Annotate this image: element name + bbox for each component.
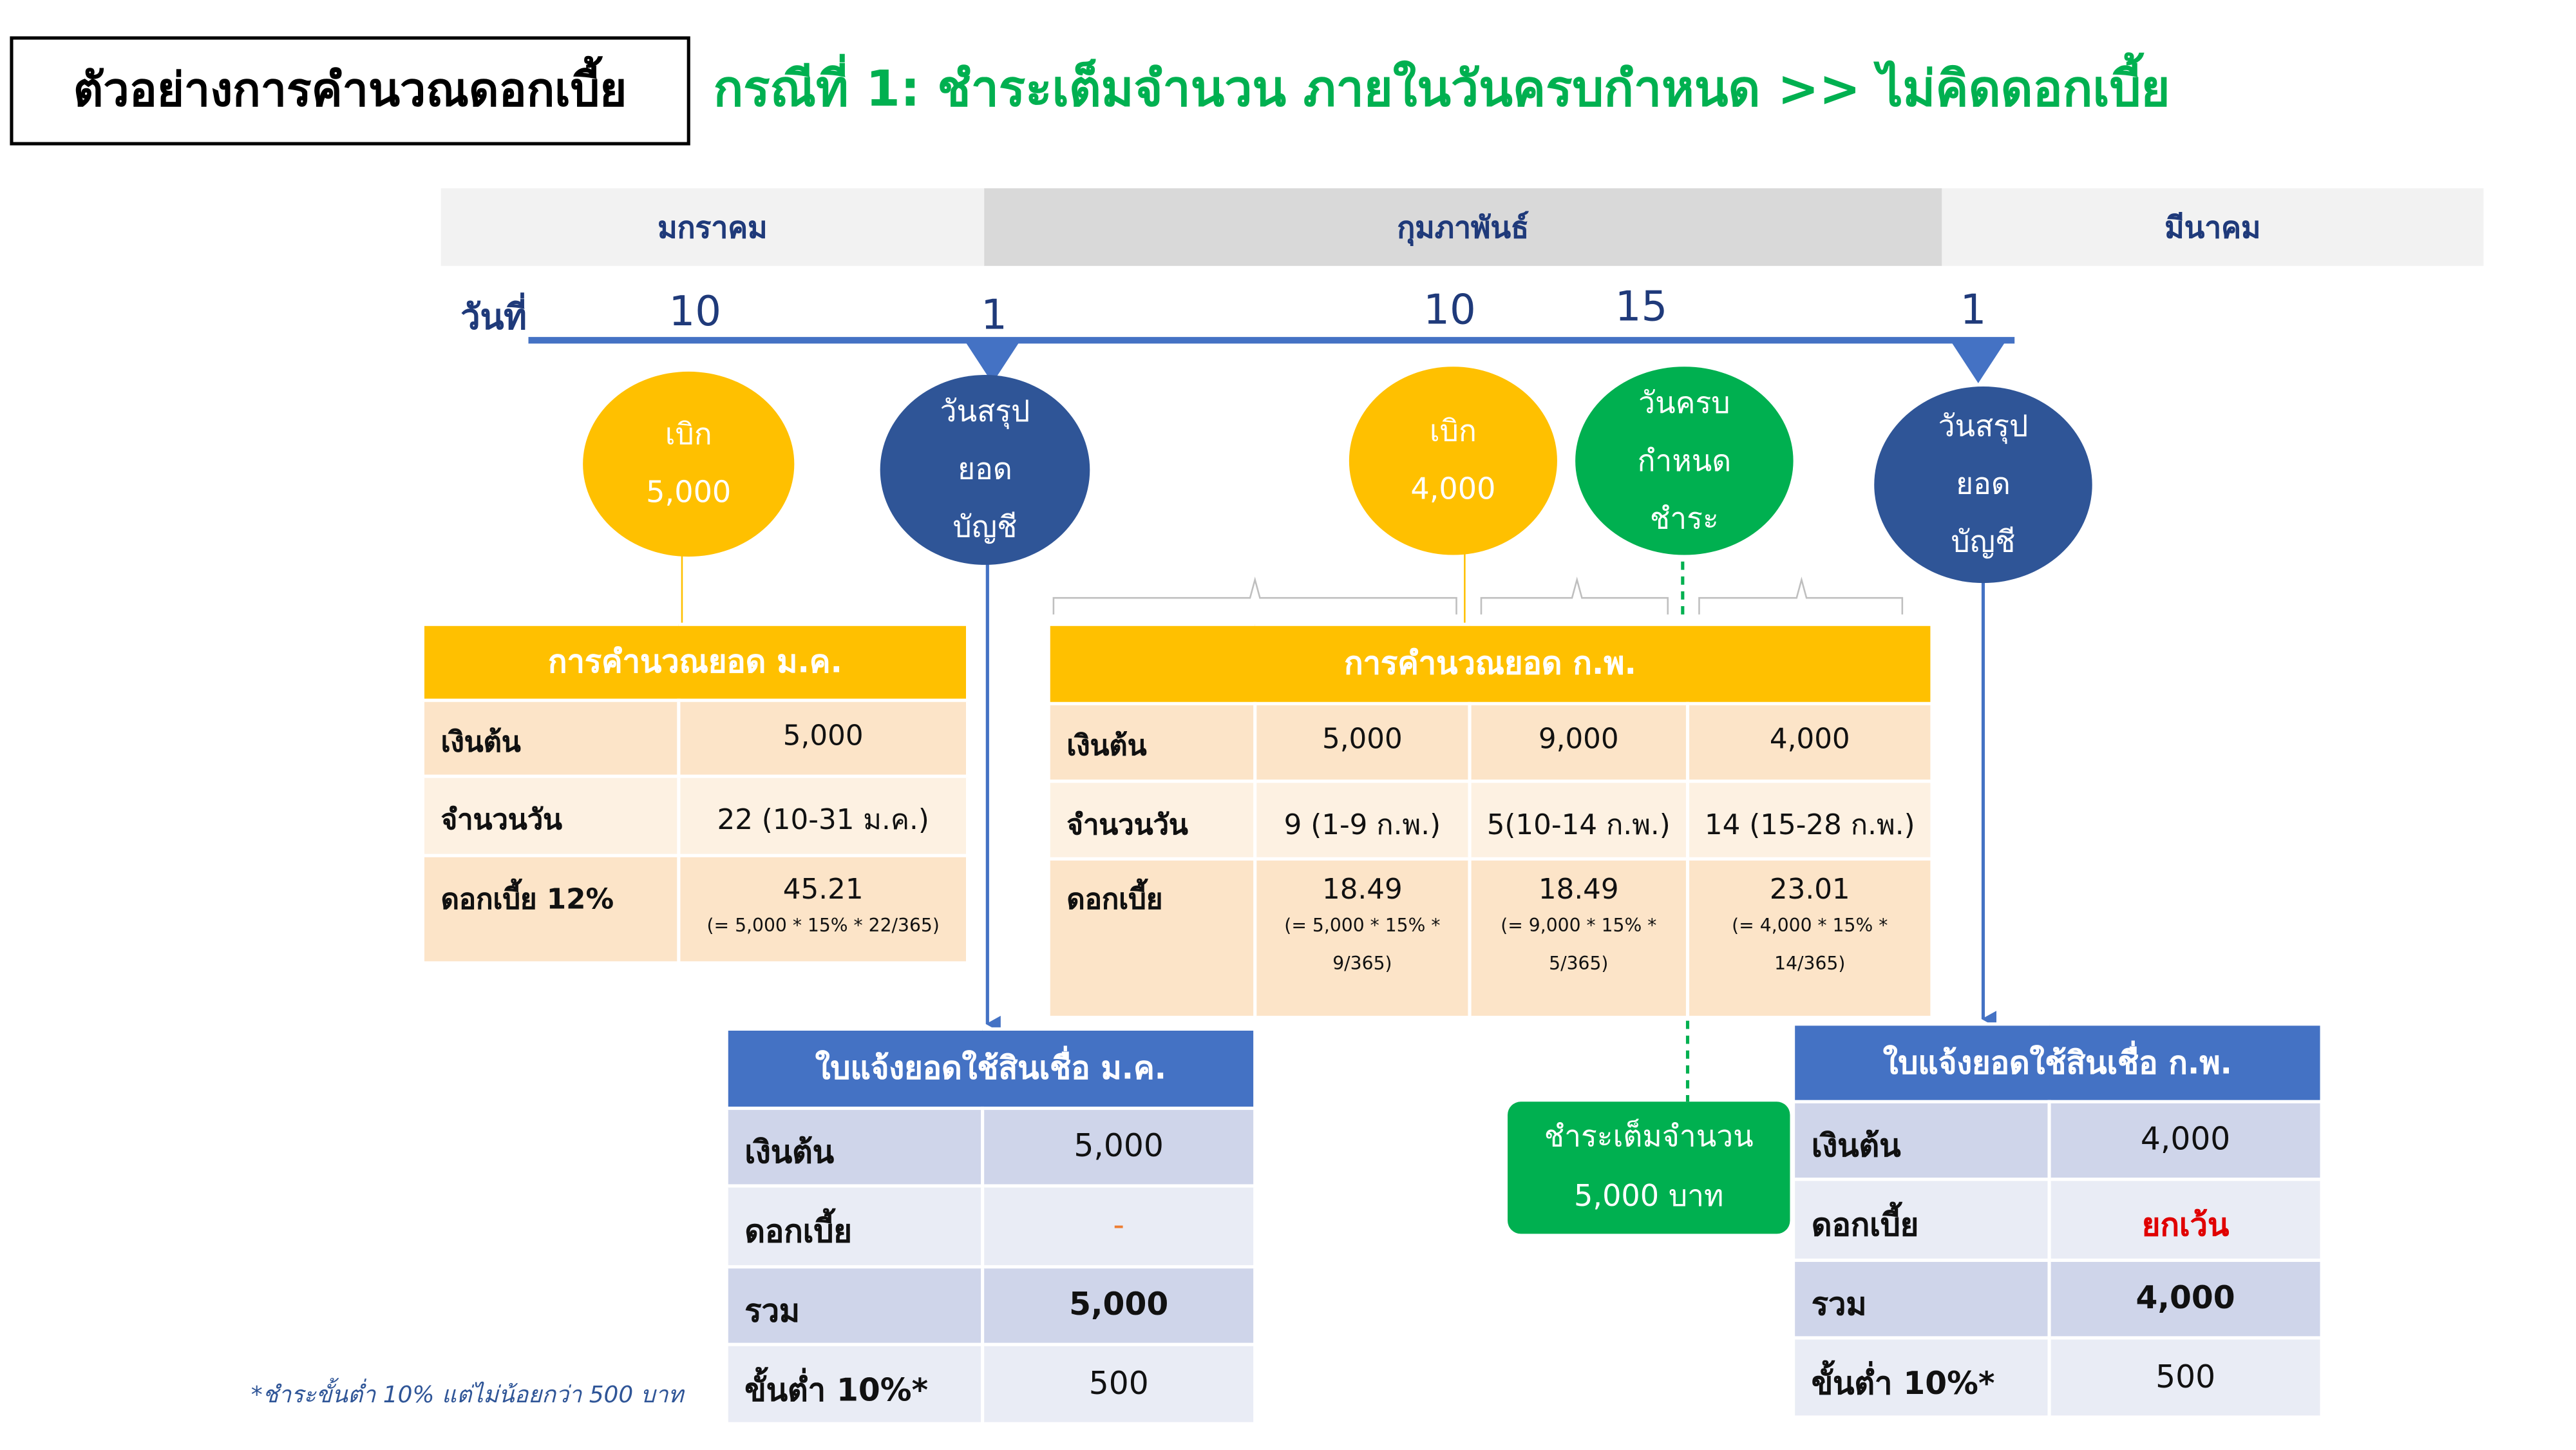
withdraw-jan-circle: เบิก 5,000 (583, 371, 795, 557)
day-feb-1: 1 (981, 291, 1007, 339)
feb-stmt-principal-label: เงินต้น (1792, 1100, 2051, 1181)
page-title: ตัวอย่างการคำนวณดอกเบี้ย (10, 36, 690, 146)
feb-stmt-min-value: 500 (2047, 1336, 2324, 1419)
due-line2: กำหนด (1637, 443, 1732, 479)
due-date-circle: วันครบ กำหนด ชำระ (1575, 367, 1794, 555)
day-mar-1: 1 (1960, 285, 1987, 334)
feb-calc-header: การคำนวณยอด ก.พ. (1046, 622, 1934, 705)
statement-jan-line1: วันสรุป (940, 394, 1030, 430)
withdraw-feb-circle: เบิก 4,000 (1349, 367, 1557, 555)
statement-feb-line3: บัญชี (1951, 525, 2016, 560)
jan-interest-label: ดอกเบี้ย 12% (421, 854, 681, 965)
feb-formula-3a: (= 4,000 * 15% * (1732, 915, 1888, 937)
feb-principal-2: 9,000 (1468, 701, 1690, 783)
feb-days-label: จำนวนวัน (1046, 779, 1257, 861)
jan-interest-formula: (= 5,000 * 15% * 22/365) (706, 915, 940, 937)
statement-jan-line3: บัญชี (952, 510, 1018, 546)
day-feb-15: 15 (1615, 282, 1668, 330)
jan-stmt-total-value: 5,000 (981, 1265, 1257, 1346)
feb-formula-3b: 14/365) (1774, 953, 1846, 975)
feb-calc-table: การคำนวณยอด ก.พ. เงินต้น 5,000 9,000 4,0… (1046, 622, 1934, 1020)
jan-stmt-min-label: ขั้นต่ำ 10%* (724, 1342, 985, 1426)
withdraw-jan-label: เบิก (665, 417, 712, 453)
feb-statement-header: ใบแจ้งยอดใช้สินเชื่อ ก.พ. (1792, 1022, 2324, 1103)
brace-period-3 (1698, 577, 1904, 615)
jan-statement-header: ใบแจ้งยอดใช้สินเชื่อ ม.ค. (724, 1027, 1257, 1111)
feb-days-1: 9 (1-9 ก.พ.) (1253, 779, 1472, 861)
month-february: กุมภาพันธ์ (984, 188, 1942, 266)
feb-stmt-interest-value: ยกเว้น (2047, 1178, 2324, 1262)
statement-marker-feb1 (964, 340, 1021, 383)
payment-line1: ชำระเต็มจำนวน (1544, 1120, 1754, 1155)
payment-line2: 5,000 บาท (1574, 1179, 1724, 1214)
day-jan-10: 10 (668, 287, 722, 336)
due-line1: วันครบ (1638, 385, 1730, 421)
jan-days-label: จำนวนวัน (421, 774, 681, 857)
statement-feb-circle: วันสรุป ยอด บัญชี (1874, 386, 2092, 584)
statement-jan-circle: วันสรุป ยอด บัญชี (880, 375, 1090, 565)
jan-calc-header: การคำนวณยอด ม.ค. (421, 622, 970, 702)
jan-stmt-interest-label: ดอกเบี้ย (724, 1184, 985, 1269)
jan-interest-value: 45.21 (782, 873, 864, 907)
statement-feb-line1: วันสรุป (1938, 409, 2029, 444)
feb-formula-2a: (= 9,000 * 15% * (1501, 915, 1657, 937)
feb-stmt-principal-value: 4,000 (2047, 1100, 2324, 1181)
month-january: มกราคม (440, 188, 985, 266)
jan-stmt-min-value: 500 (981, 1342, 1257, 1426)
brace-period-2 (1480, 577, 1669, 615)
jan-stmt-principal-label: เงินต้น (724, 1106, 985, 1188)
feb-formula-1a: (= 5,000 * 15% * (1284, 915, 1441, 937)
withdraw-feb-label: เบิก (1429, 414, 1477, 450)
feb-stmt-min-label: ขั้นต่ำ 10%* (1792, 1336, 2051, 1419)
month-march: มีนาคม (1942, 188, 2484, 266)
withdraw-feb-amount: 4,000 (1410, 472, 1496, 508)
feb-stmt-total-value: 4,000 (2047, 1258, 2324, 1340)
jan-principal-value: 5,000 (677, 698, 970, 778)
feb-formula-2b: 5/365) (1549, 953, 1609, 975)
feb-statement-table: ใบแจ้งยอดใช้สินเชื่อ ก.พ. เงินต้น 4,000 … (1792, 1022, 2324, 1419)
feb-principal-1: 5,000 (1253, 701, 1472, 783)
brace-period-1 (1052, 577, 1457, 615)
withdraw-jan-amount: 5,000 (646, 475, 732, 511)
jan-stmt-total-label: รวม (724, 1265, 985, 1346)
due-line3: ชำระ (1649, 501, 1719, 537)
full-payment-box: ชำระเต็มจำนวน 5,000 บาท (1508, 1102, 1790, 1234)
jan-stmt-interest-value: - (981, 1184, 1257, 1269)
jan-calc-table: การคำนวณยอด ม.ค. เงินต้น 5,000 จำนวนวัน … (421, 622, 970, 965)
day-label: วันที่ (460, 297, 527, 338)
feb-interest-2: 18.49 (1538, 873, 1619, 907)
jan-principal-label: เงินต้น (421, 698, 681, 778)
feb-days-3: 14 (15-28 ก.พ.) (1685, 779, 1934, 861)
feb-interest-1: 18.49 (1321, 873, 1403, 907)
feb-stmt-interest-label: ดอกเบี้ย (1792, 1178, 2051, 1262)
case-title: กรณีที่ 1: ชำระเต็มจำนวน ภายในวันครบกำหน… (713, 61, 2170, 119)
statement-feb-line2: ยอด (1956, 467, 2011, 502)
feb-stmt-total-label: รวม (1792, 1258, 2051, 1340)
feb-principal-label: เงินต้น (1046, 701, 1257, 783)
feb-principal-3: 4,000 (1685, 701, 1934, 783)
minimum-payment-note: *ชำระขั้นต่ำ 10% แต่ไม่น้อยกว่า 500 บาท (251, 1382, 684, 1409)
feb-days-2: 5(10-14 ก.พ.) (1468, 779, 1690, 861)
jan-stmt-principal-value: 5,000 (981, 1106, 1257, 1188)
feb-interest-label: ดอกเบี้ย (1046, 857, 1257, 1020)
statement-jan-line2: ยอด (958, 452, 1012, 488)
jan-days-value: 22 (10-31 ม.ค.) (677, 774, 970, 857)
feb-formula-1b: 9/365) (1332, 953, 1392, 975)
feb-interest-3: 23.01 (1769, 873, 1850, 907)
day-feb-10: 10 (1423, 285, 1476, 334)
jan-statement-table: ใบแจ้งยอดใช้สินเชื่อ ม.ค. เงินต้น 5,000 … (724, 1027, 1257, 1426)
statement-marker-mar1 (1950, 340, 2007, 383)
